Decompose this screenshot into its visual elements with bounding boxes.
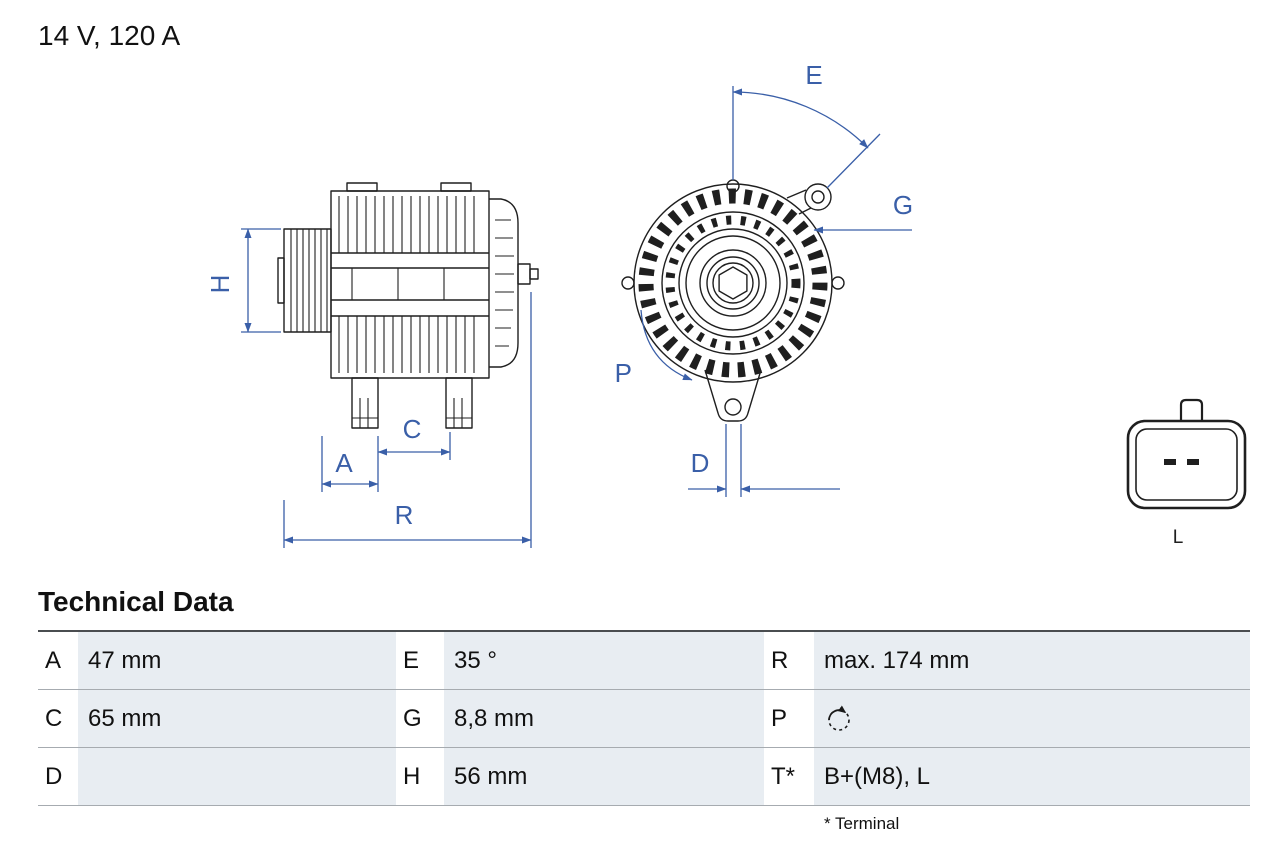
param-key: A: [38, 631, 78, 690]
rotation-arrow: [640, 309, 693, 381]
dimension-p: P: [615, 309, 693, 388]
dim-label-a: A: [335, 448, 353, 478]
param-key: C: [38, 689, 78, 748]
connector-body: [1126, 419, 1247, 510]
param-key: D: [38, 747, 78, 806]
dimension-g: G: [813, 190, 913, 234]
alternator-side-view: [277, 182, 539, 429]
bottom-lug-hole: [724, 398, 742, 416]
table-row: A 47 mm E 35 ° R max. 174 mm: [38, 631, 1250, 690]
dim-label-h: H: [205, 275, 235, 294]
dim-label-e: E: [805, 60, 822, 90]
param-value: B+(M8), L: [814, 747, 1250, 806]
dimension-a: A: [321, 436, 379, 492]
dim-label-c: C: [403, 414, 422, 444]
technical-data-heading: Technical Data: [38, 586, 234, 617]
dimension-r: R: [283, 292, 532, 548]
bottom-mounting-lug: [704, 369, 762, 422]
dimension-c: C: [377, 414, 451, 460]
mounting-foot-rear: [445, 377, 473, 429]
param-value: 65 mm: [78, 689, 396, 748]
param-value: 8,8 mm: [444, 689, 764, 748]
connector-pin-label: L: [1173, 527, 1184, 548]
dim-label-r: R: [395, 500, 414, 530]
param-key: P: [764, 689, 814, 748]
param-value: [78, 747, 396, 806]
table-row: D H 56 mm T* B+(M8), L: [38, 747, 1250, 806]
dimension-d: D: [688, 424, 840, 497]
dimension-e: E: [732, 60, 881, 189]
param-value: 56 mm: [444, 747, 764, 806]
param-value: 35 °: [444, 631, 764, 690]
dim-label-d: D: [691, 448, 710, 478]
param-value-rotation: [814, 689, 1250, 748]
dim-label-p: P: [615, 358, 632, 388]
terminal-footnote: * Terminal: [824, 814, 900, 833]
b-plus-terminal: [517, 263, 531, 285]
connector-pin: [1187, 459, 1199, 465]
technical-data-section: Technical Data A 47 mm E 35 ° R max. 174…: [38, 586, 1250, 834]
dimension-annotations: H A C R E: [205, 60, 913, 548]
mounting-ear-hole: [811, 190, 825, 204]
dim-label-g: G: [893, 190, 913, 220]
rear-cover: [489, 198, 519, 368]
param-key: T*: [764, 747, 814, 806]
param-key: G: [396, 689, 444, 748]
rotation-direction-icon: [828, 705, 850, 731]
connector-pin: [1164, 459, 1176, 465]
table-row: C 65 mm G 8,8 mm P: [38, 689, 1250, 748]
alternator-front-view: [621, 179, 845, 422]
param-value: 47 mm: [78, 631, 396, 690]
housing: [330, 190, 490, 379]
param-key: E: [396, 631, 444, 690]
param-value: max. 174 mm: [814, 631, 1250, 690]
mounting-ear: [804, 183, 832, 211]
connector-tab: [1179, 398, 1204, 421]
param-key: R: [764, 631, 814, 690]
param-key: H: [396, 747, 444, 806]
technical-drawing: L H A C R: [205, 60, 1247, 548]
page-title: 14 V, 120 A: [38, 20, 181, 51]
shaft-nut: [718, 266, 748, 300]
technical-data-table: A 47 mm E 35 ° R max. 174 mm C 65 mm G 8…: [38, 630, 1250, 806]
connector-drawing: L: [1126, 398, 1247, 548]
dimension-h: H: [205, 228, 281, 333]
mounting-foot-front: [351, 377, 379, 429]
vent-slot-ring: [638, 188, 828, 378]
